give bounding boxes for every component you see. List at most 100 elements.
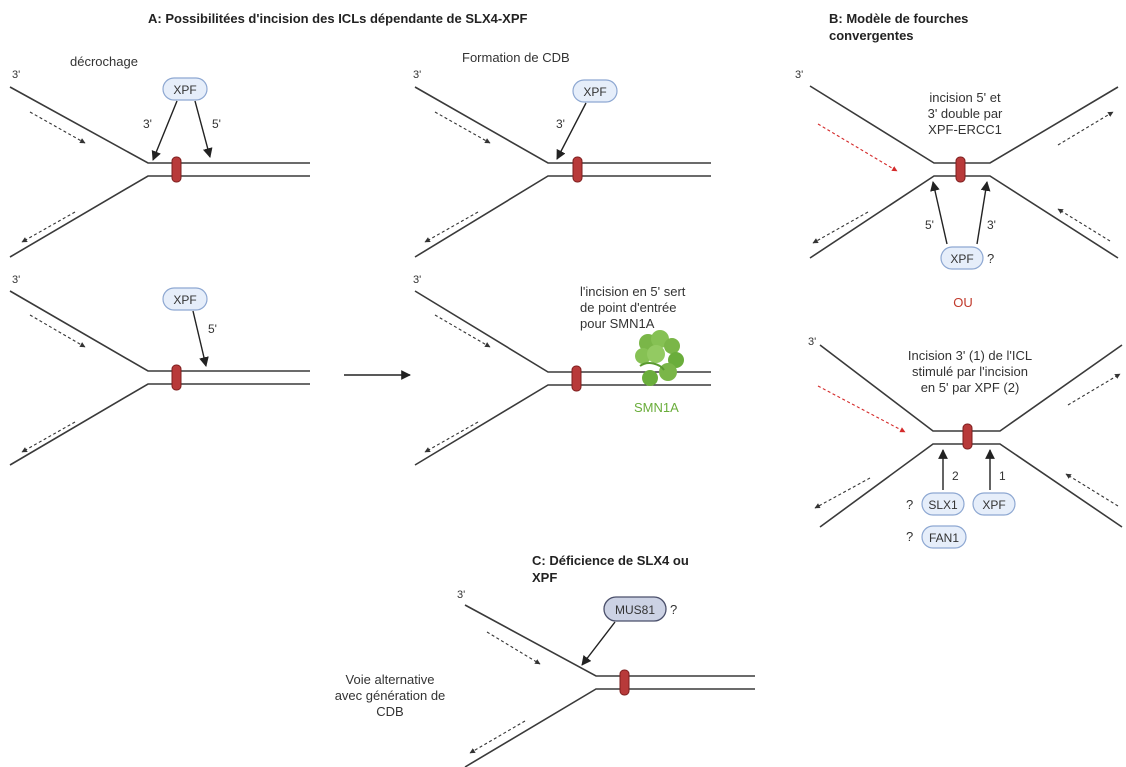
entry-point-label-line1: l'incision en 5' sert: [580, 284, 686, 299]
replication-arrow: [29, 314, 86, 348]
mus81-label: MUS81: [615, 603, 655, 617]
panel-b-title-line1: B: Modèle de fourches: [829, 11, 968, 26]
fork-a4: 3' l'incision en 5' sert de point d'entr…: [413, 274, 711, 466]
icl-crosslink: [962, 423, 973, 450]
xpf-protein: [972, 492, 1016, 516]
five-prime-label: 5': [212, 117, 221, 131]
replication-arrow-red: [817, 123, 898, 172]
alternative-pathway-label-line2: avec génération de: [335, 688, 446, 703]
mus81-protein: [603, 596, 667, 622]
three-prime-label: 3': [556, 117, 565, 131]
replication-arrow: [21, 421, 76, 453]
smn1a-protein-icon: [635, 330, 684, 386]
xpf-label: XPF: [173, 293, 196, 307]
icl-crosslink: [572, 156, 583, 183]
replication-arrow: [486, 631, 541, 665]
replication-arrow: [1057, 208, 1111, 242]
dna-upper-strand: [9, 290, 310, 372]
replication-arrow: [1065, 473, 1119, 507]
stimulated-incision-label-line2: stimulé par l'incision: [912, 364, 1028, 379]
smn1a-label: SMN1A: [634, 400, 679, 415]
replication-arrow: [434, 111, 491, 144]
icl-crosslink: [955, 156, 966, 183]
entry-point-label-line3: pour SMN1A: [580, 316, 655, 331]
replication-arrow: [424, 211, 479, 243]
dna-upper-strand: [464, 604, 755, 677]
fork-a3: 3' Formation de CDB XPF 3': [413, 50, 711, 258]
icl-crosslink: [171, 364, 182, 391]
formation-cdb-label: Formation de CDB: [462, 50, 570, 65]
icl-crosslink: [571, 365, 582, 392]
dna-lower-strand: [414, 175, 711, 258]
dna-upper-strand: [414, 290, 711, 373]
fork-b1: 3' incision 5' et 3' double par XPF-ERCC…: [795, 69, 1119, 270]
step-one-label: 1: [999, 469, 1006, 483]
panel-c-title-line2: XPF: [532, 570, 557, 585]
three-prime-end-label: 3': [12, 274, 20, 286]
five-three-prime-label: 3': [12, 69, 20, 81]
replication-arrow: [21, 211, 76, 243]
question-mark: ?: [906, 529, 913, 544]
or-label: OU: [953, 295, 973, 310]
slx1-label: SLX1: [928, 498, 958, 512]
double-incision-label-line1: incision 5' et: [929, 90, 1001, 105]
incision-arrow-5prime: [192, 310, 209, 367]
three-prime-end-label: 3': [413, 69, 421, 81]
dna-upper-strand: [9, 86, 310, 164]
replication-arrow: [1067, 373, 1121, 406]
xpf-protein: [162, 77, 208, 101]
alternative-pathway-label-line1: Voie alternative: [346, 672, 435, 687]
icl-crosslink: [619, 669, 630, 696]
panel-a-title: A: Possibilitées d'incision des ICLs dép…: [148, 11, 528, 26]
panel-c-title-line1: C: Déficience de SLX4 ou: [532, 553, 689, 568]
xpf-label: XPF: [173, 83, 196, 97]
fork-a2: 3' XPF 5': [9, 274, 310, 466]
three-prime-label: 3': [143, 117, 152, 131]
incision-arrow-3prime: [151, 100, 178, 161]
three-prime-end-label: 3': [457, 589, 465, 601]
xpf-label: XPF: [583, 85, 606, 99]
fork-b2: 3' Incision 3' (1) de l'ICL stimulé par …: [808, 336, 1123, 549]
three-prime-label: 3': [987, 218, 996, 232]
xpf-protein: [572, 79, 618, 103]
alternative-pathway-label-line3: CDB: [376, 704, 403, 719]
xpf-label: XPF: [982, 498, 1005, 512]
three-prime-end-label: 3': [413, 274, 421, 286]
dna-upper-strand: [414, 86, 711, 164]
five-prime-label: 5': [925, 218, 934, 232]
stimulated-incision-label-line1: Incision 3' (1) de l'ICL: [908, 348, 1032, 363]
icl-crosslink: [171, 156, 182, 183]
incision-arrow-3prime: [976, 181, 991, 245]
decrochage-label: décrochage: [70, 54, 138, 69]
stimulated-incision-label-line3: en 5' par XPF (2): [921, 380, 1020, 395]
slx1-protein: [921, 492, 965, 516]
five-prime-label: 5': [208, 322, 217, 336]
dna-lower-strand: [9, 175, 310, 258]
cleavage-arrow: [581, 621, 616, 666]
entry-point-label-line2: de point d'entrée: [580, 300, 676, 315]
replication-arrow: [29, 111, 86, 144]
incision-arrow-5prime: [194, 100, 213, 158]
fork-a1: 3' décrochage XPF 3' 5': [9, 54, 310, 258]
replication-arrow-red: [817, 385, 906, 433]
dna-lower-strand: [9, 383, 310, 466]
question-mark: ?: [670, 602, 677, 617]
incision-arrow-3prime: [556, 102, 587, 160]
fork-c: 3' MUS81 ? Voie alternative avec générat…: [335, 589, 755, 767]
double-incision-label-line2: 3' double par: [928, 106, 1003, 121]
fan1-protein: [921, 525, 967, 549]
xpf-label: XPF: [950, 252, 973, 266]
fan1-label: FAN1: [929, 531, 959, 545]
dna-lower-strand: [414, 384, 711, 466]
three-prime-end-label: 3': [795, 69, 803, 81]
replication-arrow: [424, 421, 479, 453]
question-mark: ?: [987, 251, 994, 266]
double-incision-label-line3: XPF-ERCC1: [928, 122, 1002, 137]
xpf-protein: [162, 287, 208, 311]
incision-arrow-5prime: [930, 181, 948, 245]
step-two-label: 2: [952, 469, 959, 483]
dna-lower-strand: [819, 443, 1123, 528]
panel-b-title-line2: convergentes: [829, 28, 914, 43]
question-mark: ?: [906, 497, 913, 512]
